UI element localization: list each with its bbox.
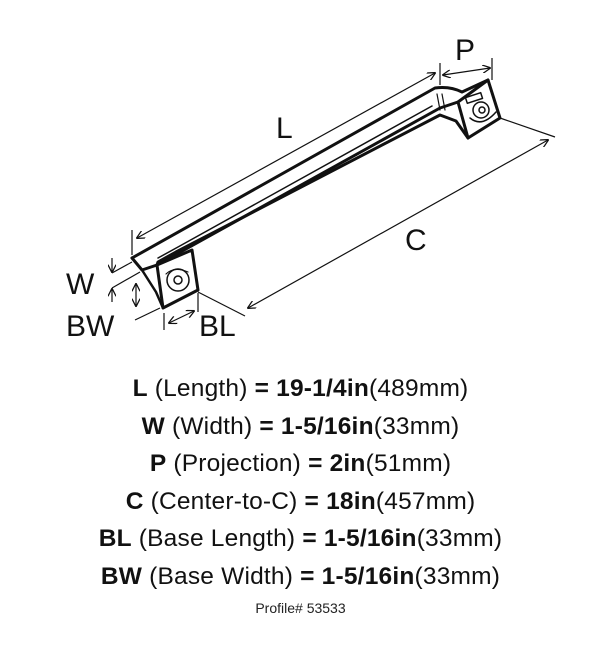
spec-eq: =	[259, 412, 274, 440]
spec-name: (Base Length)	[138, 525, 296, 553]
spec-base-width: BW (Base Width) = 1-5/16in(33mm)	[0, 558, 601, 596]
spec-key: BL	[98, 525, 132, 553]
spec-metric: (33mm)	[373, 412, 460, 440]
spec-width: W (Width) = 1-5/16in(33mm)	[0, 408, 601, 446]
spec-imperial: 1-5/16in	[323, 525, 417, 553]
spec-key: P	[149, 450, 167, 478]
spec-imperial: 2in	[329, 450, 366, 478]
spec-projection: P (Projection) = 2in(51mm)	[0, 445, 601, 483]
spec-name: (Width)	[172, 412, 253, 440]
spec-eq: =	[254, 375, 270, 402]
spec-metric: (33mm)	[416, 525, 503, 553]
spec-imperial: 19-1/4in	[276, 375, 369, 402]
spec-key: BW	[100, 562, 143, 590]
spec-list: L (Length) = 19-1/4in(489mm) W (Width) =…	[0, 370, 601, 616]
spec-length: L (Length) = 19-1/4in(489mm)	[0, 370, 601, 408]
spec-imperial: 1-5/16in	[321, 562, 415, 590]
spec-key: W	[141, 412, 165, 440]
spec-center-to-center: C (Center-to-C) = 18in(457mm)	[0, 483, 601, 521]
spec-eq: =	[304, 487, 320, 515]
spec-name: (Center-to-C)	[150, 487, 298, 515]
spec-metric: (33mm)	[414, 562, 501, 590]
pull-diagram: L P C W BW BL	[66, 34, 556, 343]
label-C: C	[405, 224, 427, 257]
spec-name: (Length)	[154, 375, 248, 402]
spec-eq: =	[302, 525, 317, 553]
spec-name: (Base Width)	[149, 562, 294, 590]
spec-eq: =	[308, 450, 323, 478]
label-L: L	[276, 112, 293, 145]
spec-imperial: 1-5/16in	[280, 412, 374, 440]
spec-key: L	[132, 375, 148, 402]
spec-name: (Projection)	[173, 450, 302, 478]
cabinet-pull-drawing	[130, 78, 502, 310]
label-P: P	[455, 34, 475, 67]
profile-number: Profile# 53533	[255, 599, 346, 616]
label-W: W	[66, 268, 95, 301]
label-BW: BW	[66, 310, 115, 343]
label-BL: BL	[199, 310, 236, 343]
spec-metric: (51mm)	[365, 450, 452, 478]
dimension-lines	[112, 58, 556, 330]
spec-metric: (489mm)	[369, 375, 469, 402]
spec-eq: =	[300, 562, 315, 590]
spec-metric: (457mm)	[375, 487, 476, 515]
spec-imperial: 18in	[326, 487, 376, 515]
spec-key: C	[125, 487, 144, 515]
spec-base-length: BL (Base Length) = 1-5/16in(33mm)	[0, 520, 601, 558]
